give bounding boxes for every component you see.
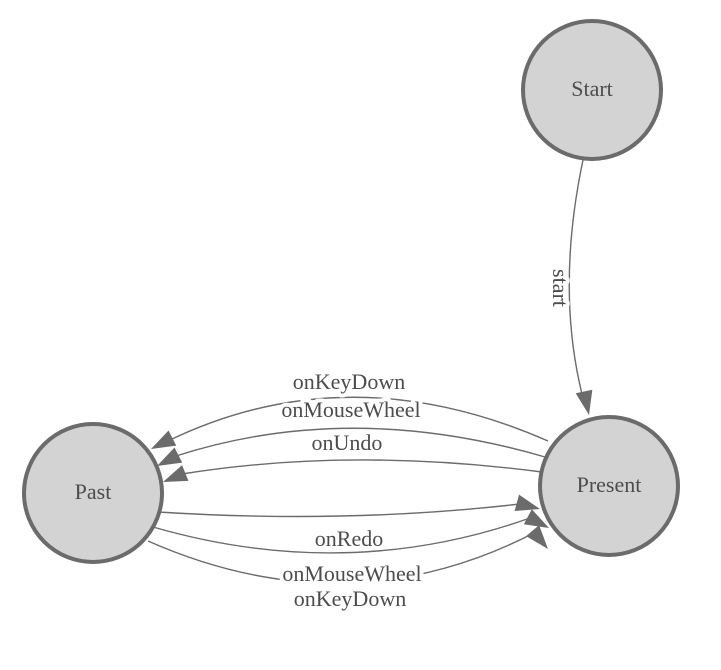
node-start-label: Start — [571, 76, 613, 101]
edge-past-to-present-onredo — [157, 503, 521, 518]
arrowhead-start-to-present — [575, 389, 593, 415]
nodes-layer: Start Present Past — [22, 19, 680, 564]
edge-start-to-present — [568, 159, 584, 395]
edge-label-onredo: onRedo — [315, 526, 383, 551]
arrowhead-onkeydown-into-present — [526, 525, 548, 549]
edge-label-onmousewheel-top: onMouseWheel — [281, 397, 420, 422]
arrowheads-layer — [151, 389, 593, 549]
node-past-circle — [22, 422, 164, 564]
edge-labels-layer: start onKeyDown onMouseWheel onUndo onRe… — [277, 265, 577, 615]
edge-present-to-past-onmousewheel — [175, 427, 546, 458]
edge-label-onkeydown-top: onKeyDown — [293, 369, 405, 394]
arrowhead-onmousewheel-into-past — [157, 447, 183, 466]
edge-present-to-past-onkeydown — [169, 396, 549, 442]
edge-label-onundo: onUndo — [312, 430, 383, 455]
edge-present-to-past-onundo — [181, 459, 543, 475]
arrowhead-onundo-into-past — [163, 465, 189, 482]
edges-layer — [147, 159, 584, 584]
node-start-circle — [521, 19, 663, 161]
node-start: Start — [521, 19, 663, 161]
node-present: Present — [538, 415, 680, 557]
arrowhead-onredo-into-present — [514, 494, 540, 511]
node-past-label: Past — [75, 479, 112, 504]
edge-label-onkeydown-bottom: onKeyDown — [294, 586, 406, 611]
edge-label-onmousewheel-bottom: onMouseWheel — [282, 561, 421, 586]
edge-past-to-present-onmousewheel — [152, 517, 531, 554]
node-present-circle — [538, 415, 680, 557]
edge-past-to-present-onkeydown — [147, 532, 535, 584]
node-past: Past — [22, 422, 164, 564]
arrowhead-onmousewheel-into-present — [523, 509, 549, 528]
node-present-label: Present — [577, 472, 642, 497]
arrowhead-onkeydown-into-past — [151, 430, 177, 449]
edge-label-start: start — [548, 269, 573, 307]
